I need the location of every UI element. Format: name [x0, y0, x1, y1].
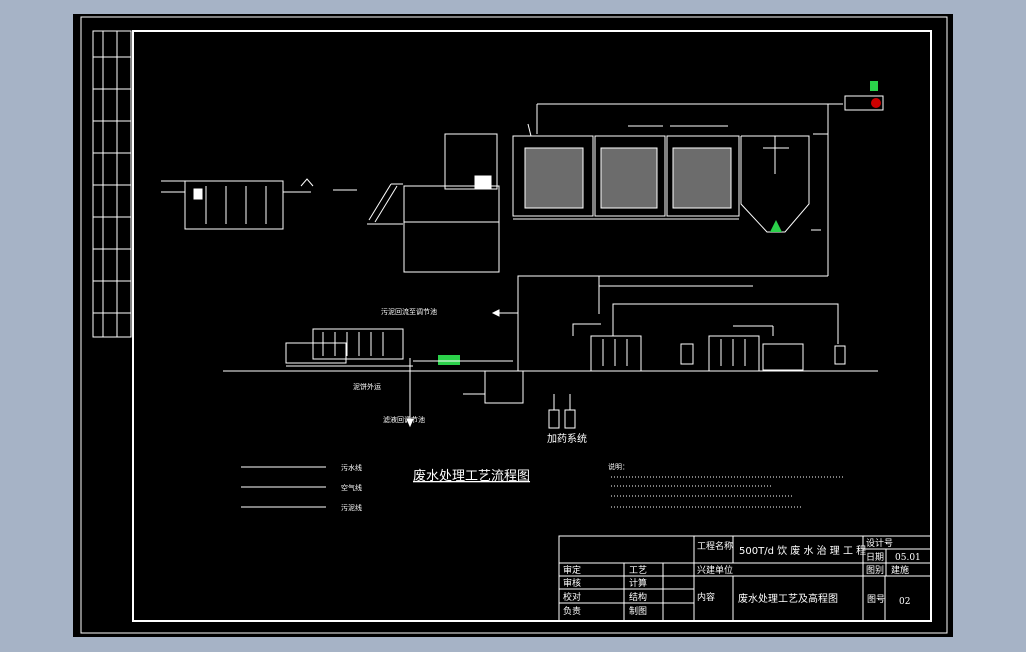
legend-item-air: 空气线	[341, 483, 362, 492]
return-lines	[491, 275, 828, 371]
filter-press	[285, 328, 414, 428]
tb-role-structure: 结构	[629, 591, 647, 603]
tb-role-review: 审核	[563, 577, 581, 589]
sludge-pump	[413, 355, 513, 365]
tb-role-approve: 审定	[563, 564, 581, 576]
tb-drawing-type-label: 图别	[866, 565, 884, 576]
tb-role-proof: 校对	[563, 591, 581, 603]
dosing-tanks-1	[548, 394, 576, 429]
bar-screen-and-equalization-tank	[367, 133, 500, 273]
legend: 污水线 空气线 污泥线	[241, 463, 362, 512]
notes-title: 说明：	[608, 462, 629, 471]
tb-project-label: 工程名称	[697, 540, 733, 552]
outer-frame	[80, 16, 948, 634]
left-binding-strip	[92, 30, 132, 338]
tb-number-label: 设计号	[866, 537, 893, 549]
label-sludge-return: 污泥回流至调节池	[381, 307, 437, 316]
tb-role-drafter: 制图	[629, 605, 647, 617]
tb-role-calc: 计算	[629, 577, 647, 589]
title-block	[558, 535, 932, 622]
tb-drawing-no-label: 图号	[867, 594, 885, 605]
settling-tank	[740, 104, 829, 276]
tb-content-label: 内容	[697, 591, 715, 603]
tb-project-value: 500T/d 饮 废 水 治 理 工 程	[739, 544, 866, 557]
tb-date-label: 日期	[866, 552, 884, 563]
advanced-treatment-units	[572, 303, 846, 372]
legend-item-sludge: 污泥线	[341, 503, 362, 512]
tb-content-value: 废水处理工艺及高程图	[738, 592, 838, 605]
cad-drawing-canvas: 污泥回流至调节池 滤液回调节池 泥饼外运 加药系统 废水处理工艺流程图 污水线 …	[73, 14, 953, 637]
label-dosing-system: 加药系统	[547, 432, 587, 445]
tb-drawing-type-value: 建施	[891, 564, 909, 576]
label-filtrate-return: 滤液回调节池	[383, 415, 425, 424]
screen-well	[161, 178, 357, 230]
tb-date-value: 05.01	[895, 553, 921, 563]
inner-frame	[132, 30, 932, 622]
tb-role-responsible: 负责	[563, 605, 581, 617]
sludge-tank	[463, 370, 524, 404]
legend-item-sewage: 污水线	[341, 463, 362, 472]
drawing-title: 废水处理工艺流程图	[413, 468, 530, 484]
biological-contact-tanks	[512, 103, 829, 220]
disinfection-unit	[828, 81, 884, 111]
tb-drawing-no-value: 02	[899, 597, 910, 607]
tb-construction-unit: 兴建单位	[697, 564, 733, 576]
tb-role-process: 工艺	[629, 565, 647, 576]
process-flow-diagram: 污泥回流至调节池 滤液回调节池 泥饼外运 加药系统 废水处理工艺流程图 污水线 …	[80, 16, 948, 634]
notes-lines	[611, 476, 843, 508]
label-cake-disposal: 泥饼外运	[353, 382, 381, 391]
